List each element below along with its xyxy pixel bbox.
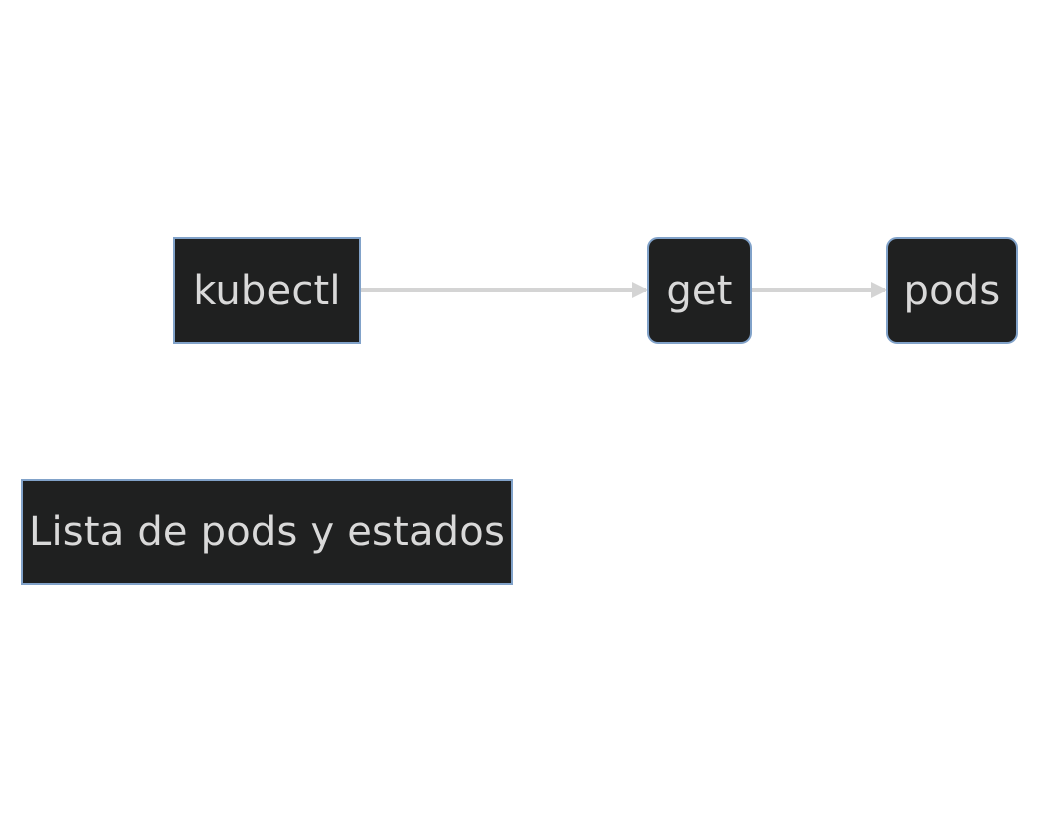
node-kubectl-label: kubectl xyxy=(193,267,341,314)
node-result: Lista de pods y estados xyxy=(21,479,513,585)
node-result-label: Lista de pods y estados xyxy=(28,509,505,555)
node-get-label: get xyxy=(666,267,733,314)
node-pods-label: pods xyxy=(903,267,1001,314)
node-pods: pods xyxy=(886,237,1018,344)
node-kubectl: kubectl xyxy=(173,237,361,344)
node-get: get xyxy=(647,237,752,344)
